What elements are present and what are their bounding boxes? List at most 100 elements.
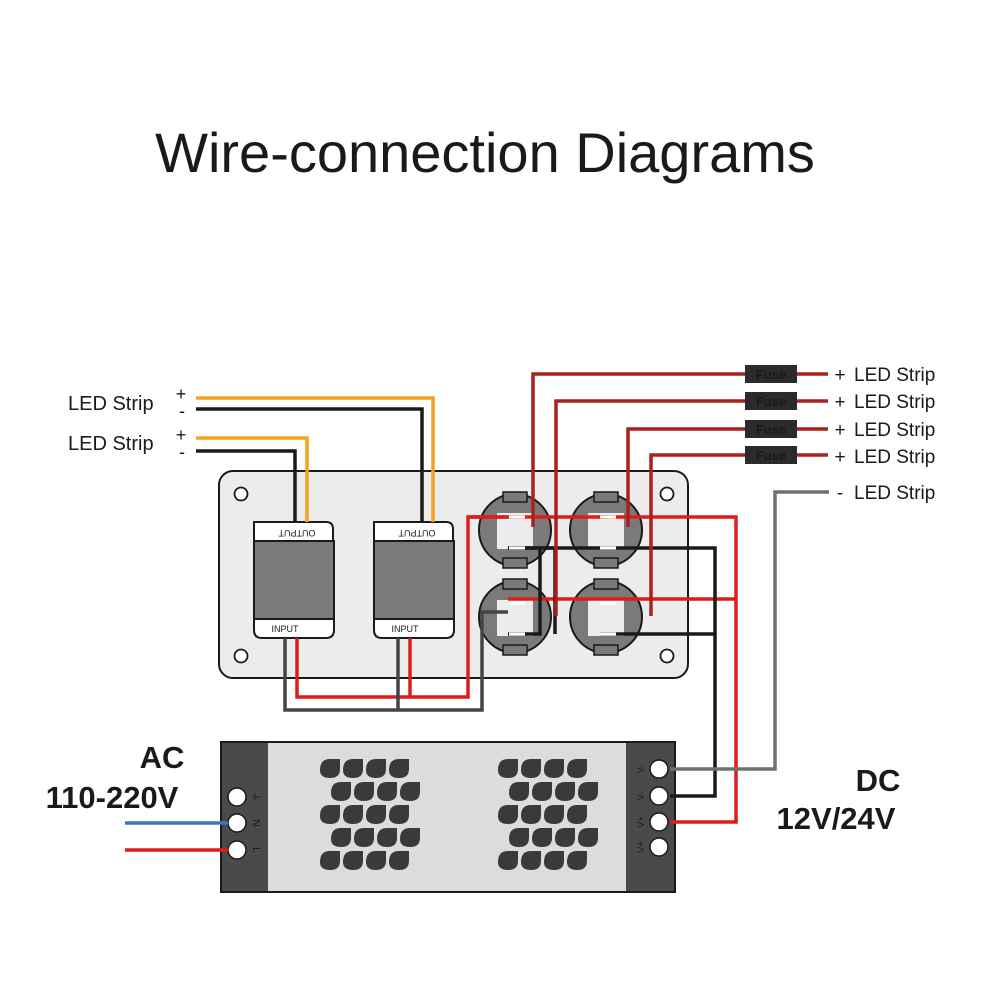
vent-slot — [320, 805, 340, 824]
vent-slot — [400, 828, 420, 847]
wire-fuse-4 — [649, 453, 745, 616]
fuse-label: Fuse — [756, 394, 786, 409]
dc-terminal-label: V+ — [636, 816, 646, 827]
vent-slot — [366, 759, 386, 778]
vent-slot — [555, 828, 575, 847]
left-strip-plus: + — [176, 384, 187, 404]
left-strip-minus: - — [179, 401, 185, 421]
dc-terminal-label: V+ — [636, 841, 646, 852]
dc-terminal — [649, 759, 669, 779]
left-strip-label: LED Strip — [68, 393, 154, 415]
ac-terminal-l — [227, 840, 247, 860]
vent-slot — [532, 782, 552, 801]
fuse-2: Fuse — [745, 392, 797, 410]
right-strip-label: LED Strip — [854, 365, 935, 386]
vent-slot — [354, 828, 374, 847]
wire-strip2-negative — [196, 449, 297, 522]
page-title: Wire-connection Diagrams — [155, 121, 815, 184]
vent-slot — [343, 805, 363, 824]
vent-slot — [320, 851, 340, 870]
fuse-label: Fuse — [756, 367, 786, 382]
vent-slot — [578, 782, 598, 801]
vent-slot — [389, 759, 409, 778]
vent-slot — [521, 759, 541, 778]
wire-strip1-positive — [196, 396, 435, 522]
module-output-label: OUTPUT — [398, 528, 436, 538]
mount-hole — [659, 486, 675, 502]
vent-slot — [521, 851, 541, 870]
left-strip-label: LED Strip — [68, 433, 154, 455]
wire-module1-input-neg — [283, 610, 508, 712]
vent-slot — [544, 759, 564, 778]
right-strip-label: LED Strip — [854, 392, 935, 413]
module-output-label: OUTPUT — [278, 528, 316, 538]
vent-slot — [544, 805, 564, 824]
vent-slot — [521, 805, 541, 824]
right-strip-sign: + — [834, 447, 845, 468]
left-strip-minus: - — [179, 442, 185, 462]
dc-voltage: 12V/24V — [777, 801, 896, 836]
vent-slot — [567, 805, 587, 824]
socket-bottom-right — [569, 578, 643, 656]
vent-slot — [343, 759, 363, 778]
wire-fuse-2 — [554, 399, 745, 616]
vent-slot — [555, 782, 575, 801]
vent-slot — [509, 782, 529, 801]
vent-slot — [377, 782, 397, 801]
module-input-label: INPUT — [272, 624, 300, 634]
module-input-label: INPUT — [392, 624, 420, 634]
fuse-4: Fuse — [745, 446, 797, 464]
right-strip-label: LED Strip — [854, 420, 935, 441]
vent-slot — [366, 805, 386, 824]
vent-slot — [567, 759, 587, 778]
vent-slot — [366, 851, 386, 870]
ac-voltage: 110-220V — [46, 780, 179, 815]
fuse-1: Fuse — [745, 365, 797, 383]
vent-pattern — [320, 759, 598, 870]
fuse-3: Fuse — [745, 420, 797, 438]
meter-module-2: OUTPUT INPUT — [373, 521, 455, 639]
vent-slot — [532, 828, 552, 847]
right-strip-label: LED Strip — [854, 447, 935, 468]
right-strip-sign: - — [837, 483, 843, 504]
vent-slot — [498, 805, 518, 824]
wire-fuse-1 — [531, 372, 745, 527]
fuse-label: Fuse — [756, 448, 786, 463]
wire-grey-negative — [670, 490, 829, 771]
right-strip-sign: + — [834, 392, 845, 413]
right-strip-label: LED Strip — [854, 483, 935, 504]
vent-slot — [320, 759, 340, 778]
vent-slot — [343, 851, 363, 870]
wire-strip1-negative — [196, 407, 424, 522]
vent-slot — [578, 828, 598, 847]
ac-terminal-label: L — [250, 847, 261, 853]
right-strip-sign: + — [834, 365, 845, 386]
vent-slot — [331, 782, 351, 801]
ac-label: AC — [140, 740, 185, 775]
vent-slot — [498, 759, 518, 778]
vent-slot — [354, 782, 374, 801]
vent-slot — [498, 851, 518, 870]
mount-hole — [659, 648, 675, 664]
vent-slot — [509, 828, 529, 847]
vent-slot — [544, 851, 564, 870]
dc-terminal-label: V- — [636, 792, 646, 801]
right-strip-sign: + — [834, 420, 845, 441]
vent-slot — [377, 828, 397, 847]
dc-terminal — [649, 812, 669, 832]
wire-strip2-positive — [196, 436, 309, 522]
socket-top-right — [569, 491, 643, 569]
ac-terminal-ground — [227, 787, 247, 807]
mount-hole — [233, 648, 249, 664]
vent-slot — [389, 851, 409, 870]
dc-terminal-label: V- — [636, 765, 646, 774]
left-strip-plus: + — [176, 425, 187, 445]
vent-slot — [331, 828, 351, 847]
vent-slot — [567, 851, 587, 870]
mount-hole — [233, 486, 249, 502]
ac-terminal-n — [227, 813, 247, 833]
power-supply: ⏚ N L V- V- V+ V+ — [220, 741, 676, 893]
wire-fuse-3 — [626, 427, 745, 527]
dc-label: DC — [856, 763, 901, 798]
